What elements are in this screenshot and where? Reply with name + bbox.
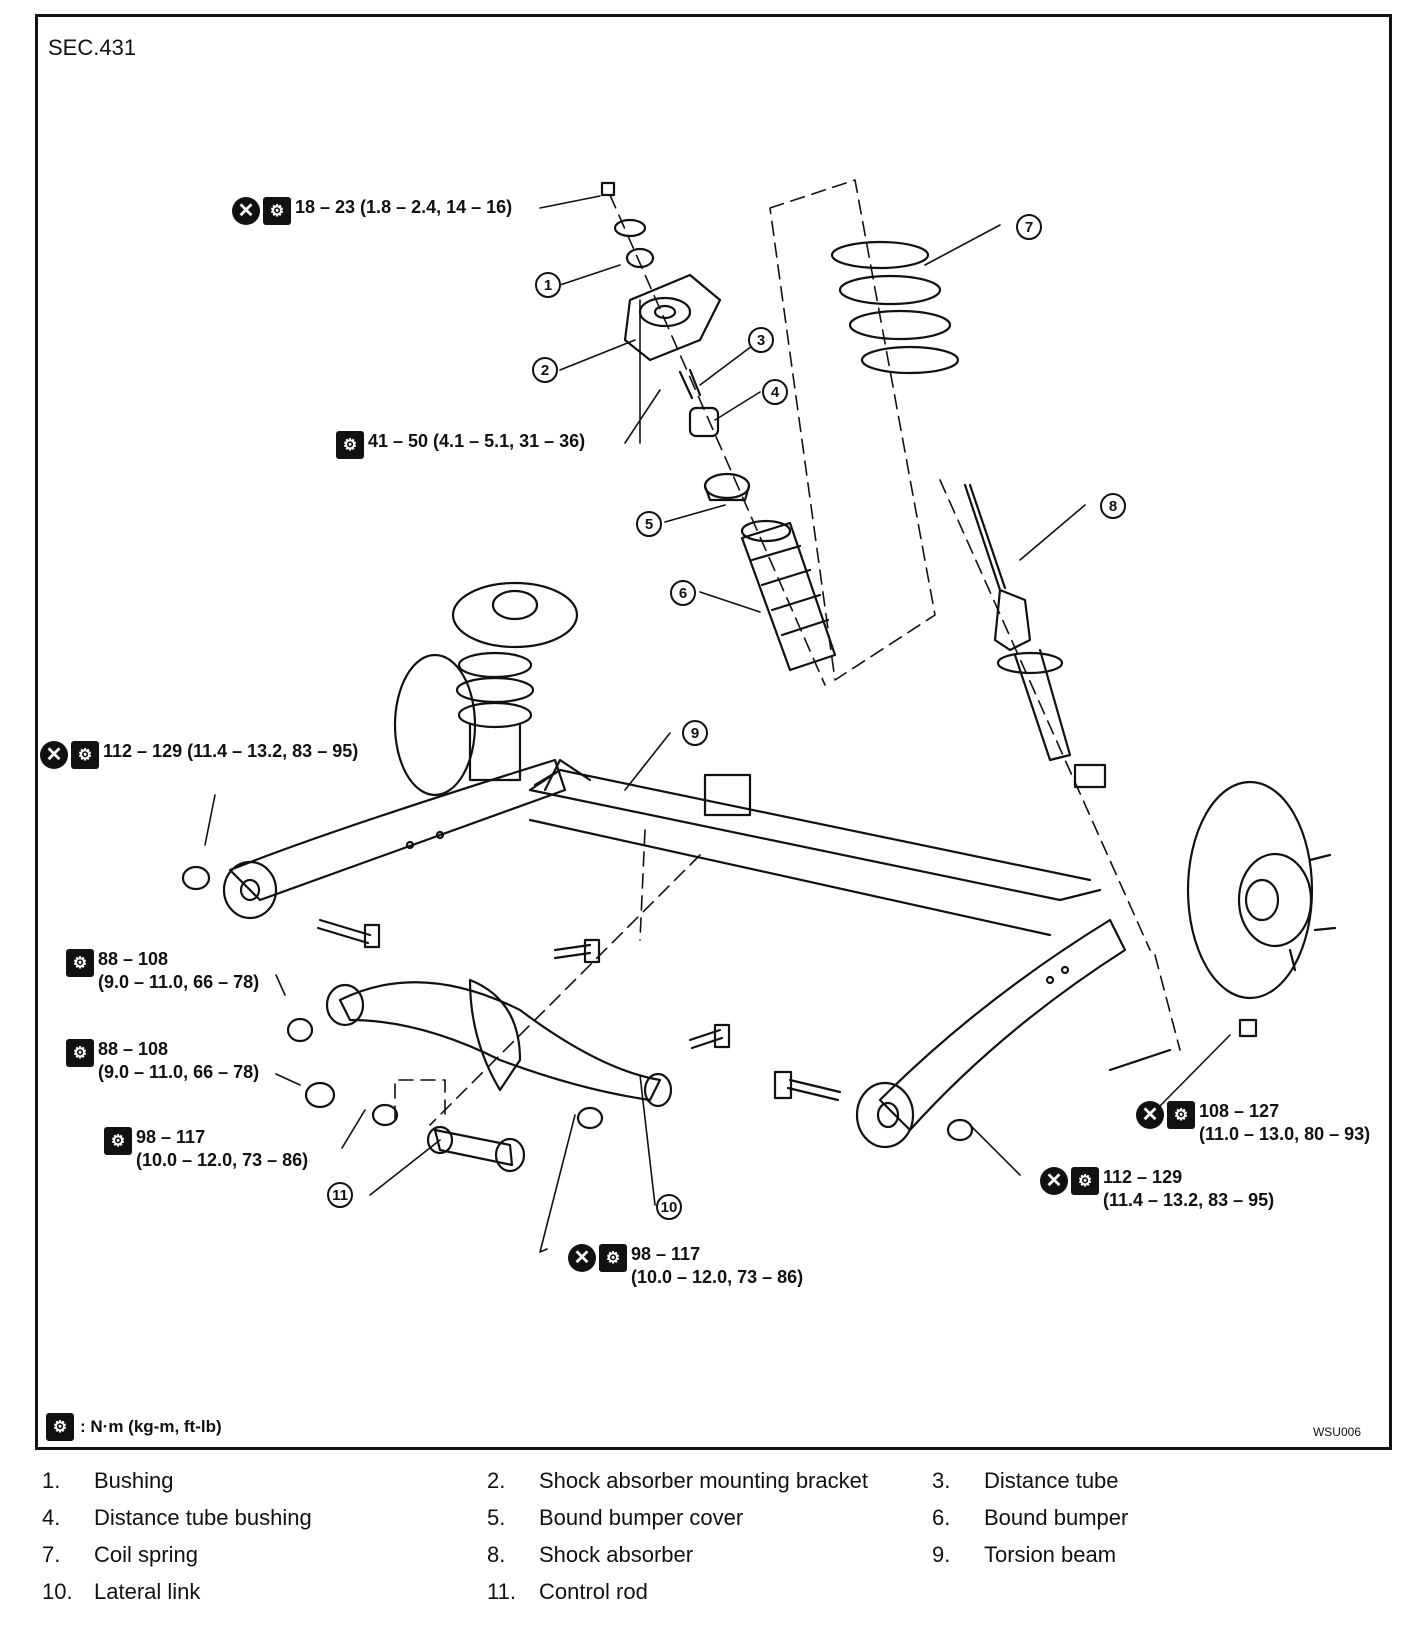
torque-wrench-icon: ⚙ <box>46 1413 74 1441</box>
torque-wrench-icon: ⚙ <box>336 431 364 459</box>
lateral-link <box>286 938 731 1130</box>
distance-tube-bushing <box>688 406 720 438</box>
callout-8: 8 <box>1100 493 1126 519</box>
unit-legend: ⚙ : N·m (kg-m, ft-lb) <box>46 1413 222 1441</box>
torque-wrench-icon: ⚙ <box>66 949 94 977</box>
torque-wrench-icon: ⚙ <box>1167 1101 1195 1129</box>
torque-callout-top-nut: ✕⚙ 18 – 23 (1.8 – 2.4, 14 – 16) <box>232 196 512 225</box>
x-circle-icon: ✕ <box>40 741 68 769</box>
part-8: 8.Shock absorber <box>487 1541 694 1567</box>
right-bolts <box>773 1018 1258 1142</box>
torque-callout-shock-lower: ✕⚙ 108 – 127 (11.0 – 13.0, 80 – 93) <box>1136 1100 1370 1146</box>
part-2: 2.Shock absorber mounting bracket <box>487 1467 868 1493</box>
torque-value-conversions: (9.0 – 11.0, 66 – 78) <box>98 1062 260 1082</box>
part-10: 10.Lateral link <box>42 1578 201 1604</box>
part-7: 7.Coil spring <box>42 1541 198 1567</box>
mounting-bracket <box>623 273 722 362</box>
leader-lines <box>204 195 1231 1253</box>
part-3: 3.Distance tube <box>932 1467 1119 1493</box>
torque-wrench-icon: ⚙ <box>1071 1167 1099 1195</box>
distance-tube <box>678 368 702 400</box>
top-nut <box>600 181 655 269</box>
torque-value: 98 – 117 <box>136 1127 206 1147</box>
figure-code: WSU006 <box>1312 1425 1361 1439</box>
torque-callout-lateral-lower: ⚙ 88 – 108 (9.0 – 11.0, 66 – 78) <box>66 1038 259 1084</box>
unit-legend-text: : N·m (kg-m, ft-lb) <box>80 1417 222 1436</box>
parts-list: 1.Bushing 2.Shock absorber mounting brac… <box>42 1462 1382 1610</box>
callout-2: 2 <box>532 357 558 383</box>
torque-value-conversions: (10.0 – 12.0, 73 – 86) <box>631 1267 804 1287</box>
callout-4: 4 <box>762 379 788 405</box>
part-4: 4.Distance tube bushing <box>42 1504 312 1530</box>
left-strut <box>393 581 579 797</box>
torque-value: 108 – 127 <box>1199 1101 1280 1121</box>
part-6: 6.Bound bumper <box>932 1504 1129 1530</box>
torque-callout-lateral-nut: ✕⚙ 98 – 117 (10.0 – 12.0, 73 – 86) <box>568 1243 803 1289</box>
part-11: 11.Control rod <box>487 1578 648 1604</box>
diagram-frame: SEC.431 ⚙ : N·m (kg-m, ft-lb) WSU006 <box>35 14 1392 1450</box>
torque-callout-right-arm: ✕⚙ 112 – 129 (11.4 – 13.2, 83 – 95) <box>1040 1166 1274 1212</box>
left-trailing-arm <box>222 758 567 920</box>
right-trailing-arm <box>855 918 1127 1149</box>
torque-callout-control-rod: ⚙ 98 – 117 (10.0 – 12.0, 73 – 86) <box>104 1126 308 1172</box>
bumper-cover <box>703 472 751 502</box>
torque-value: 18 – 23 (1.8 – 2.4, 14 – 16) <box>295 197 513 217</box>
right-hub <box>1186 780 1337 1000</box>
control-rod <box>426 1125 526 1173</box>
assembly-dash-lines <box>394 179 1181 1126</box>
bound-bumper <box>740 519 837 672</box>
torque-value: 88 – 108 <box>98 949 169 969</box>
coil-spring <box>830 240 960 375</box>
callout-3: 3 <box>748 327 774 353</box>
torque-callout-lateral-upper: ⚙ 88 – 108 (9.0 – 11.0, 66 – 78) <box>66 948 259 994</box>
section-label: SEC.431 <box>48 35 137 60</box>
torque-value: 112 – 129 <box>1103 1167 1183 1187</box>
x-circle-icon: ✕ <box>232 197 260 225</box>
shock-absorber <box>963 483 1107 789</box>
torque-callout-left-arm: ✕⚙ 112 – 129 (11.4 – 13.2, 83 – 95) <box>40 740 358 769</box>
part-9: 9.Torsion beam <box>932 1541 1117 1567</box>
torque-value-conversions: (11.0 – 13.0, 80 – 93) <box>1199 1124 1371 1144</box>
torque-value-conversions: (10.0 – 12.0, 73 – 86) <box>136 1150 309 1170</box>
x-circle-icon: ✕ <box>1136 1101 1164 1129</box>
x-circle-icon: ✕ <box>568 1244 596 1272</box>
torque-wrench-icon: ⚙ <box>71 741 99 769</box>
torque-callout-bracket-nuts: ⚙ 41 – 50 (4.1 – 5.1, 31 – 36) <box>336 430 585 459</box>
part-5: 5.Bound bumper cover <box>487 1504 744 1530</box>
callout-1: 1 <box>535 272 561 298</box>
torque-wrench-icon: ⚙ <box>104 1127 132 1155</box>
torque-value-conversions: (11.4 – 13.2, 83 – 95) <box>1103 1190 1275 1210</box>
torque-value: 112 – 129 (11.4 – 13.2, 83 – 95) <box>103 741 359 761</box>
torque-wrench-icon: ⚙ <box>599 1244 627 1272</box>
torque-value-conversions: (9.0 – 11.0, 66 – 78) <box>98 972 260 992</box>
x-circle-icon: ✕ <box>1040 1167 1068 1195</box>
torque-value: 98 – 117 <box>631 1244 701 1264</box>
part-1: 1.Bushing <box>42 1467 174 1493</box>
callout-6: 6 <box>670 580 696 606</box>
callout-10: 10 <box>656 1194 682 1220</box>
callout-7: 7 <box>1016 214 1042 240</box>
callout-5: 5 <box>636 511 662 537</box>
torque-value: 88 – 108 <box>98 1039 169 1059</box>
callout-11: 11 <box>327 1182 353 1208</box>
torque-wrench-icon: ⚙ <box>263 197 291 225</box>
torque-value: 41 – 50 (4.1 – 5.1, 31 – 36) <box>368 431 586 451</box>
torque-wrench-icon: ⚙ <box>66 1039 94 1067</box>
callout-9: 9 <box>682 720 708 746</box>
left-bolts <box>181 768 562 949</box>
